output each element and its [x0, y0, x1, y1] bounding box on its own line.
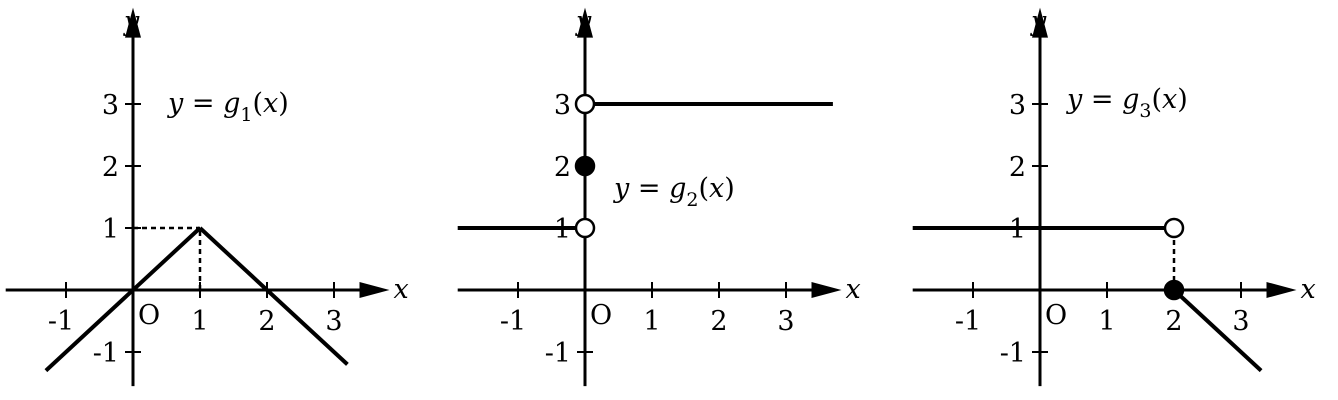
- function-label-g2: y = g2(x): [613, 173, 735, 211]
- x-axis-arrowhead: [359, 282, 390, 298]
- x-tick-label: 1: [1098, 306, 1115, 337]
- y-tick-label: -1: [1000, 338, 1026, 369]
- x-tick-label: 3: [325, 306, 342, 337]
- x-tick-label: 3: [777, 306, 794, 337]
- open-point: [574, 93, 596, 115]
- graph-segment: [44, 226, 202, 373]
- x-tick-label: -1: [48, 306, 74, 337]
- y-tick-label: 2: [1009, 152, 1026, 183]
- open-point: [574, 217, 596, 239]
- graph-segment: [1172, 288, 1263, 373]
- y-axis-label: y: [575, 6, 592, 37]
- y-tick-label: 2: [102, 152, 119, 183]
- graph-segment: [198, 226, 349, 366]
- x-axis-arrowhead: [811, 282, 842, 298]
- x-tick-label: 2: [1165, 306, 1182, 337]
- y-axis-arrowhead: [125, 7, 141, 38]
- x-tick-label: 1: [191, 306, 208, 337]
- y-axis-arrowhead: [1032, 7, 1048, 38]
- y-tick-label: -1: [93, 338, 119, 369]
- x-axis-arrowhead: [1266, 282, 1297, 298]
- closed-point: [1163, 279, 1185, 301]
- x-tick-label: 2: [710, 306, 727, 337]
- closed-point: [574, 155, 596, 177]
- y-axis-label: y: [123, 6, 140, 37]
- function-label-g3: y = g3(x): [1066, 84, 1188, 122]
- origin-label: O: [1045, 300, 1067, 331]
- y-tick-label: 2: [554, 152, 571, 183]
- x-tick-label: 3: [1232, 306, 1249, 337]
- x-tick-label: 1: [643, 306, 660, 337]
- open-point: [1163, 217, 1185, 239]
- y-tick-label: 3: [554, 90, 571, 121]
- function-label-g1: y = g1(x): [167, 88, 289, 126]
- y-axis-arrowhead: [577, 7, 593, 38]
- y-tick-label: 3: [102, 90, 119, 121]
- x-axis-label: x: [394, 274, 409, 305]
- y-tick-label: 3: [1009, 90, 1026, 121]
- y-axis-label: y: [1030, 6, 1047, 37]
- y-tick-label: -1: [545, 338, 571, 369]
- x-tick-label: -1: [955, 306, 981, 337]
- graph-panel-g1: x yO -1 1 2 3 3 2 1 -1: [5, 6, 409, 387]
- x-tick-label: 2: [258, 306, 275, 337]
- origin-label: O: [138, 300, 160, 331]
- origin-label: O: [590, 300, 612, 331]
- x-axis-label: x: [846, 274, 861, 305]
- y-tick-label: 1: [102, 214, 119, 245]
- x-axis-label: x: [1301, 274, 1316, 305]
- x-tick-label: -1: [500, 306, 526, 337]
